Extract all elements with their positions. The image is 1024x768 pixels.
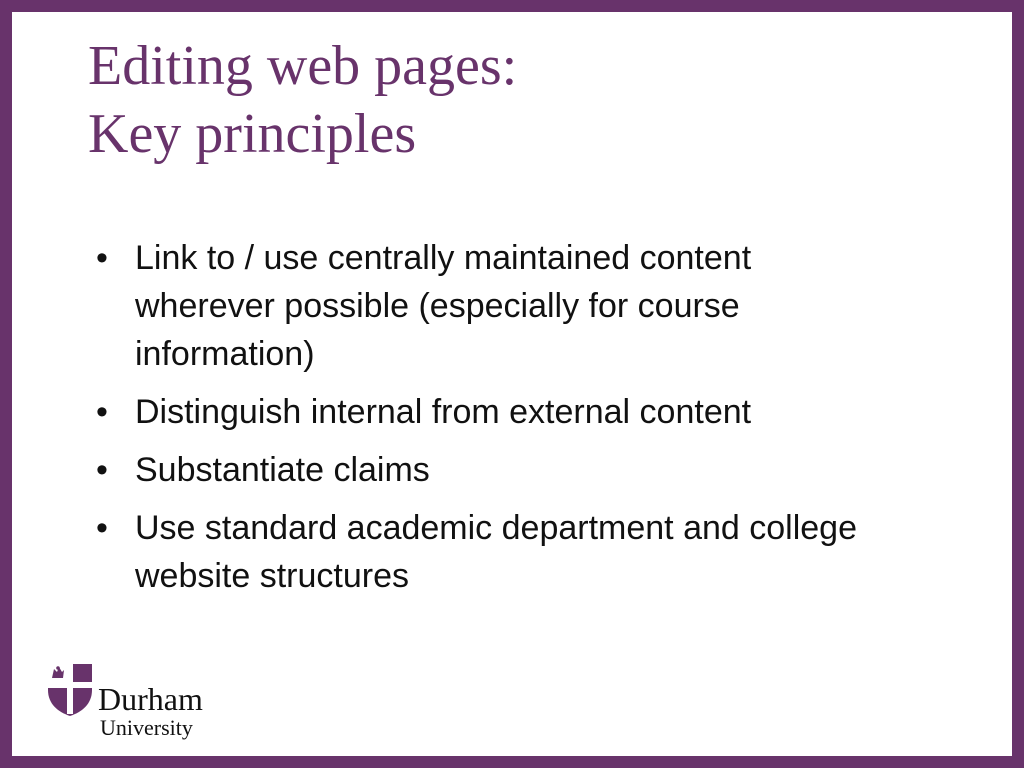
- logo-name: Durham: [98, 681, 203, 717]
- bullet-item: • Substantiate claims: [96, 446, 896, 494]
- slide-title: Editing web pages: Key principles: [88, 32, 517, 168]
- bullet-item: • Use standard academic department and c…: [96, 504, 896, 600]
- slide-title-line-1: Editing web pages:: [88, 35, 518, 97]
- slide-title-line-2: Key principles: [88, 103, 417, 165]
- bullet-text: Substantiate claims: [135, 451, 430, 489]
- bullet-dot-icon: •: [96, 393, 108, 431]
- bullet-dot-icon: •: [96, 509, 108, 547]
- bullet-text: Distinguish internal from external conte…: [135, 393, 752, 431]
- logo-subname: University: [100, 715, 193, 740]
- durham-university-logo: Durham University: [44, 660, 244, 745]
- bullet-text: Use standard academic department and col…: [135, 509, 857, 595]
- bullet-dot-icon: •: [96, 239, 108, 277]
- bullet-dot-icon: •: [96, 451, 108, 489]
- durham-university-crest-icon: [48, 664, 92, 716]
- bullet-list: • Link to / use centrally maintained con…: [96, 234, 896, 610]
- bullet-item: • Link to / use centrally maintained con…: [96, 234, 896, 378]
- bullet-item: • Distinguish internal from external con…: [96, 388, 896, 436]
- bullet-text: Link to / use centrally maintained conte…: [135, 239, 752, 373]
